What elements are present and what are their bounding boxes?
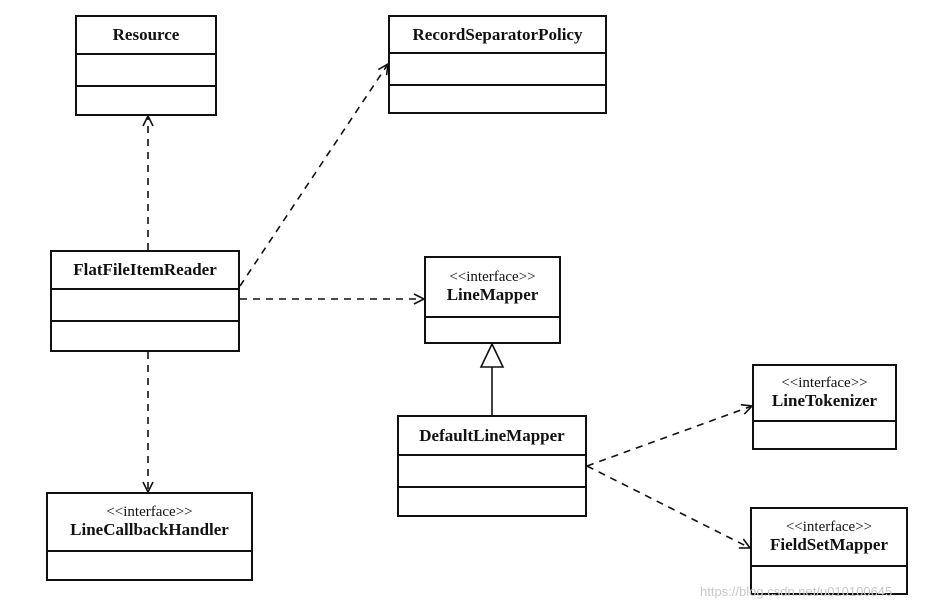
realization-triangle [479,342,505,368]
dependency-reader-to-record-separator-policy [239,64,388,287]
attributes-section [390,54,605,86]
interface-line-mapper: <<interface>> LineMapper [424,256,561,344]
class-name: FieldSetMapper [769,535,889,554]
interface-line-tokenizer: <<interface>> LineTokenizer [752,364,897,450]
class-name: LineTokenizer [771,391,878,410]
class-name: RecordSeparatorPolicy [412,24,583,44]
watermark-text: https://blog.csdn.net/u010100645 [700,584,893,599]
dependency-default-line-mapper-to-field-set-mapper [586,465,750,548]
dependency-default-line-mapper-to-line-tokenizer [586,406,752,467]
class-name: DefaultLineMapper [419,425,565,445]
class-header: <<interface>> LineTokenizer [754,366,895,422]
class-header: FlatFileItemReader [52,252,238,290]
class-name: LineMapper [446,285,539,304]
stereotype-label: <<interface>> [781,375,868,391]
class-header: RecordSeparatorPolicy [390,17,605,54]
class-name: LineCallbackHandler [70,520,229,539]
class-record-separator-policy: RecordSeparatorPolicy [388,15,607,114]
class-name: FlatFileItemReader [73,260,217,279]
attributes-section [52,290,238,322]
stereotype-label: <<interface>> [785,519,873,535]
interface-field-set-mapper: <<interface>> FieldSetMapper [750,507,908,595]
class-header: <<interface>> LineMapper [426,258,559,318]
class-header: <<interface>> LineCallbackHandler [48,494,251,552]
class-header: DefaultLineMapper [399,417,585,456]
class-header: <<interface>> FieldSetMapper [752,509,906,567]
class-flat-file-item-reader: FlatFileItemReader [50,250,240,352]
class-header: Resource [77,17,215,55]
stereotype-label: <<interface>> [106,504,193,520]
attributes-section [399,456,585,488]
interface-line-callback-handler: <<interface>> LineCallbackHandler [46,492,253,581]
stereotype-label: <<interface>> [449,269,536,285]
class-resource: Resource [75,15,217,116]
class-default-line-mapper: DefaultLineMapper [397,415,587,517]
class-name: Resource [112,25,180,44]
attributes-section [77,55,215,87]
